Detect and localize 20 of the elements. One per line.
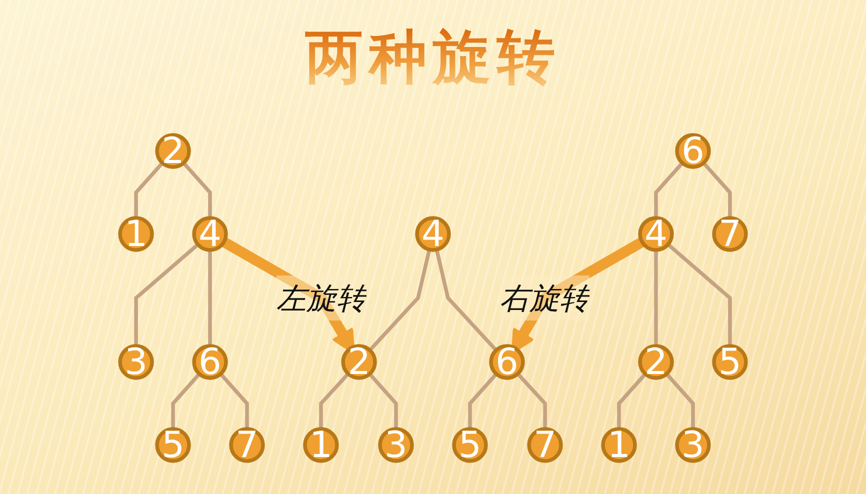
connector-line <box>617 372 647 429</box>
connector-line <box>368 372 398 429</box>
connector-line <box>516 372 547 429</box>
connector-line <box>134 162 164 218</box>
connector-line <box>219 372 249 429</box>
connector-line <box>368 249 432 352</box>
connector-line <box>434 249 498 352</box>
connector-line <box>702 162 732 218</box>
connector-line <box>182 162 212 218</box>
connector-line <box>171 372 201 429</box>
connector-line <box>654 250 658 346</box>
edge-label: 左旋转 <box>276 275 367 321</box>
connector-line <box>666 243 732 346</box>
connector-line <box>134 243 200 346</box>
connector-line <box>665 372 695 429</box>
connector-line <box>319 372 350 429</box>
connector-line <box>654 162 684 218</box>
edge-label: 右旋转 <box>499 275 590 321</box>
connector-line <box>208 250 212 346</box>
connector-line <box>468 372 498 429</box>
